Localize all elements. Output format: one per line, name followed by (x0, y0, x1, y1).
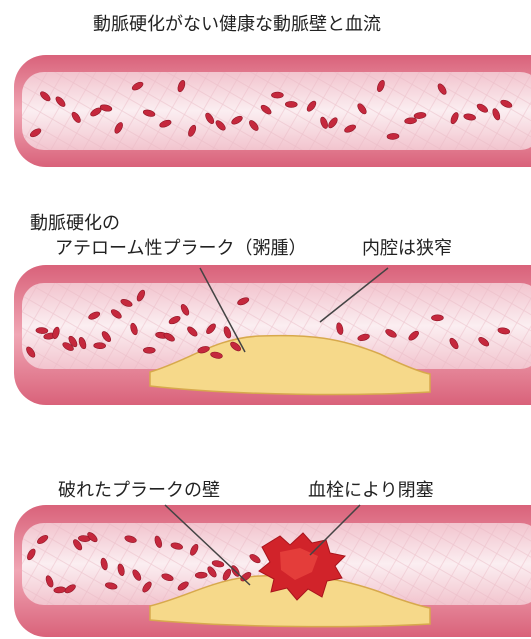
blood-cell (143, 347, 155, 353)
plaque-artery (14, 265, 531, 405)
lumen-label: 内腔は狭窄 (362, 238, 452, 260)
plaque-label-line2: アテローム性プラーク（粥腫） (55, 238, 306, 260)
ruptured-plaque-label: 破れたプラークの壁 (58, 480, 220, 502)
healthy-artery (14, 55, 531, 167)
blood-cell (285, 101, 297, 107)
blood-cell (36, 327, 48, 334)
plaque-label-line1: 動脈硬化の (30, 213, 120, 235)
blood-cell (94, 342, 106, 348)
blood-cell (271, 92, 283, 98)
thrombus-label: 血栓により閉塞 (308, 480, 434, 502)
blood-cell (195, 572, 207, 578)
blood-cell (431, 315, 443, 321)
blood-cell (387, 133, 399, 140)
diagram-title: 動脈硬化がない健康な動脈壁と血流 (93, 14, 381, 36)
thrombus-artery (14, 505, 531, 637)
